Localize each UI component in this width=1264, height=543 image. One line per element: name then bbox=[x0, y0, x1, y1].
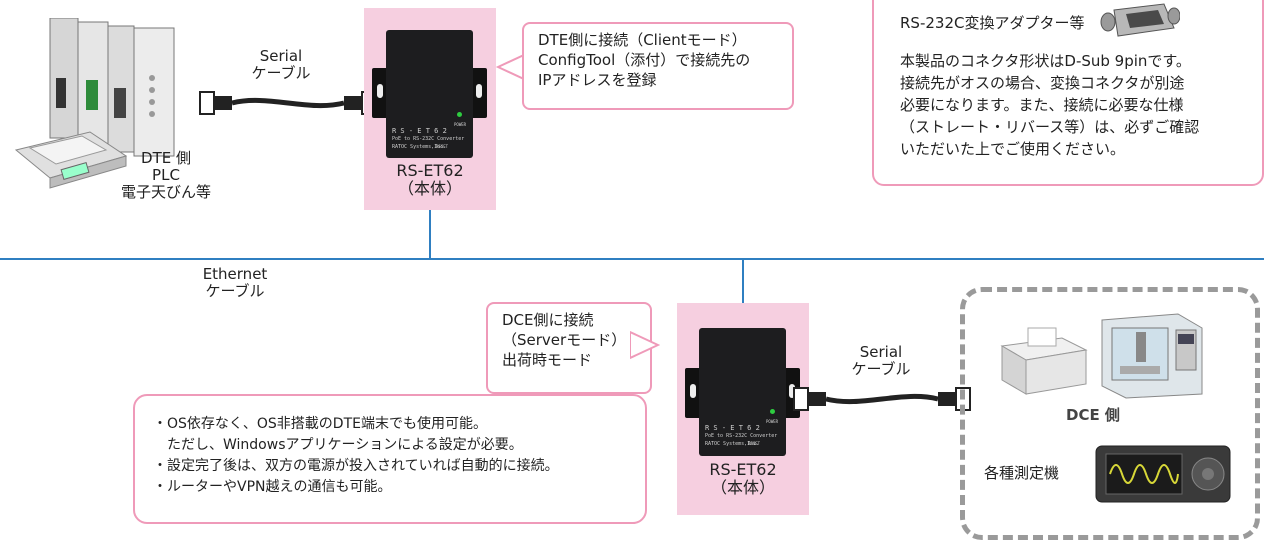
ethernet-drop-top bbox=[429, 210, 431, 259]
top-callout-pointer bbox=[496, 52, 526, 82]
top-device-name: RS-ET62（本体） bbox=[396, 161, 464, 198]
bottom-callout: DCE側に接続（Serverモード）出荷時モード bbox=[486, 302, 652, 394]
dce-side-label: DCE 側 bbox=[1066, 406, 1120, 424]
bottom-mount-hole-right bbox=[789, 384, 795, 398]
features-box: ・OS依存なく、OS非搭載のDTE端末でも使用可能。 ただし、Windowsアプ… bbox=[133, 394, 647, 524]
measuring-instrument-illustration bbox=[1095, 445, 1231, 503]
adapter-note-body: 本製品のコネクタ形状はD-Sub 9pinです。接続先がオスの場合、変換コネクタ… bbox=[900, 52, 1200, 158]
printer-illustration bbox=[1000, 327, 1088, 395]
dce-group bbox=[960, 287, 1260, 540]
adapter-note-title: RS-232C変換アダプター等 bbox=[900, 14, 1085, 32]
bottom-device-reset: RESET bbox=[748, 441, 761, 446]
bottom-device-name: RS-ET62（本体） bbox=[709, 460, 777, 497]
bottom-device-model: R S - E T 6 2 bbox=[705, 424, 760, 432]
ethernet-backbone bbox=[0, 258, 1264, 260]
top-device-subtitle: PoE to RS-232C Converter bbox=[392, 136, 465, 142]
top-device-body bbox=[386, 30, 473, 158]
scale-illustration bbox=[14, 131, 128, 189]
bottom-mount-hole-left bbox=[690, 384, 696, 398]
top-power-led-icon bbox=[457, 112, 462, 117]
plc-illustration bbox=[49, 18, 175, 157]
bottom-device-maker: RATOC Systems,Inc. bbox=[705, 441, 760, 447]
top-device-reset: RESET bbox=[436, 144, 449, 149]
top-mount-hole-left bbox=[377, 84, 383, 98]
top-device-model: R S - E T 6 2 bbox=[392, 127, 447, 135]
bottom-callout-pointer bbox=[630, 330, 660, 360]
instrument-label: 各種測定機 bbox=[984, 464, 1060, 482]
top-mount-hole-right bbox=[476, 84, 482, 98]
adapter-note-box bbox=[872, 0, 1264, 186]
bottom-device-subtitle: PoE to RS-232C Converter bbox=[705, 433, 778, 439]
bottom-serial-cable bbox=[793, 387, 971, 411]
top-serial-cable bbox=[199, 91, 377, 115]
machine-tool-illustration bbox=[1101, 313, 1203, 399]
bottom-power-led-icon bbox=[770, 409, 775, 414]
bottom-device-power: POWER bbox=[766, 419, 779, 424]
ethernet-drop-bottom bbox=[742, 259, 744, 303]
dsub-adapter-icon bbox=[1100, 3, 1180, 37]
top-device-maker: RATOC Systems,Inc. bbox=[392, 144, 447, 150]
bottom-device-body bbox=[699, 328, 786, 456]
top-device-power: POWER bbox=[454, 122, 467, 127]
